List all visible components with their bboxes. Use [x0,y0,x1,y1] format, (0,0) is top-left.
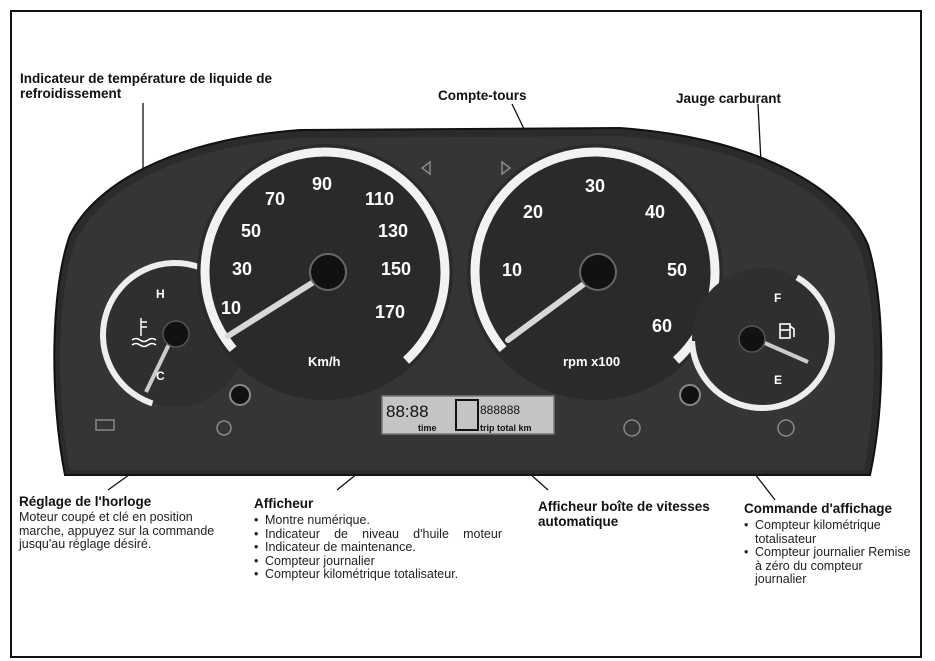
display-command-button[interactable] [679,384,701,406]
command-item: Compteur kilométrique totalisateur [744,518,914,546]
display-command-title: Commande d'affichage [744,501,892,516]
rpm-tick-40: 40 [645,202,665,222]
speed-tick-130: 130 [378,221,408,241]
lcd-trip-label: trip total km [480,423,532,433]
rev-counter-label: Compte-tours [438,88,527,103]
speed-hub [309,253,347,291]
brake-icon [777,419,795,437]
temp-low-label: C [156,369,165,383]
temp-high-label: H [156,287,165,301]
speed-needle [225,275,323,339]
display-item: Indicateur de maintenance. [254,540,502,555]
fuel-pump-icon [779,323,795,339]
fuel-gauge-label: Jauge carburant [676,91,782,106]
rpm-unit: rpm x100 [563,354,620,369]
rpm-hub [579,253,617,291]
speed-tick-70: 70 [265,189,285,209]
speed-tick-10: 10 [221,298,241,318]
gear-indicator [455,399,479,431]
rpm-tick-20: 20 [523,202,543,222]
speed-tick-110: 110 [365,189,394,209]
display-command-list: Compteur kilométrique totalisateur Compt… [744,518,914,587]
rpm-tick-10: 10 [502,260,522,280]
abs-icon [623,419,641,437]
rpm-tick-60: 60 [652,316,672,336]
rpm-tick-50: 50 [667,260,687,280]
lcd-clock: 88:88 [386,402,429,421]
speed-unit: Km/h [308,354,341,369]
tachometer: 10 20 30 40 50 60 rpm x100 [467,144,723,400]
battery-icon [95,419,115,431]
speedometer-scale [200,147,450,397]
fuel-gauge: F E [689,265,835,411]
clock-adjust-button[interactable] [229,384,251,406]
speed-tick-170: 170 [375,302,405,322]
fuel-empty-label: E [774,373,782,387]
fuel-full-label: F [774,291,781,305]
lcd-time-label: time [418,423,437,433]
command-item: Compteur journalier Remise à zéro du com… [744,545,914,587]
lcd-odometer: 888888 [480,403,520,417]
display-title: Afficheur [254,496,314,511]
display-item: Compteur kilométrique totalisateur. [254,567,502,582]
speed-tick-90: 90 [312,174,332,194]
rpm-tick-30: 30 [585,176,605,196]
lcd-display: 88:88 time 888888 trip total km [381,395,555,435]
speed-tick-50: 50 [241,221,261,241]
tachometer-scale [470,147,720,397]
fuel-hub [738,325,766,353]
turn-right-icon [501,160,512,176]
turn-left-icon [420,160,431,176]
clock-adjust-title: Réglage de l'horloge [19,494,152,509]
display-item: Compteur journalier [254,554,502,569]
warning-lamps [95,160,795,437]
display-item: Montre numérique. [254,513,502,528]
clock-adjust-desc: Moteur coupé et clé en position marche, … [19,510,215,551]
gearbox-display-title: Afficheur boîte de vitesses automatique [538,499,710,529]
display-list: Montre numérique. Indicateur de niveau d… [254,513,502,582]
speed-tick-30: 30 [232,259,252,279]
coolant-icon [131,318,157,348]
temp-gauge-label: Indicateur de température de liquide de … [20,71,273,101]
temp-needle [144,337,174,393]
speed-tick-150: 150 [381,259,411,279]
rpm-needle [505,275,595,343]
oil-icon [216,420,232,436]
temp-hub [162,320,190,348]
display-item: Indicateur de niveau d'huile moteur [254,527,502,542]
fuel-needle [757,338,809,364]
speedometer: 10 30 50 70 90 110 130 150 170 Km/h [197,144,453,400]
